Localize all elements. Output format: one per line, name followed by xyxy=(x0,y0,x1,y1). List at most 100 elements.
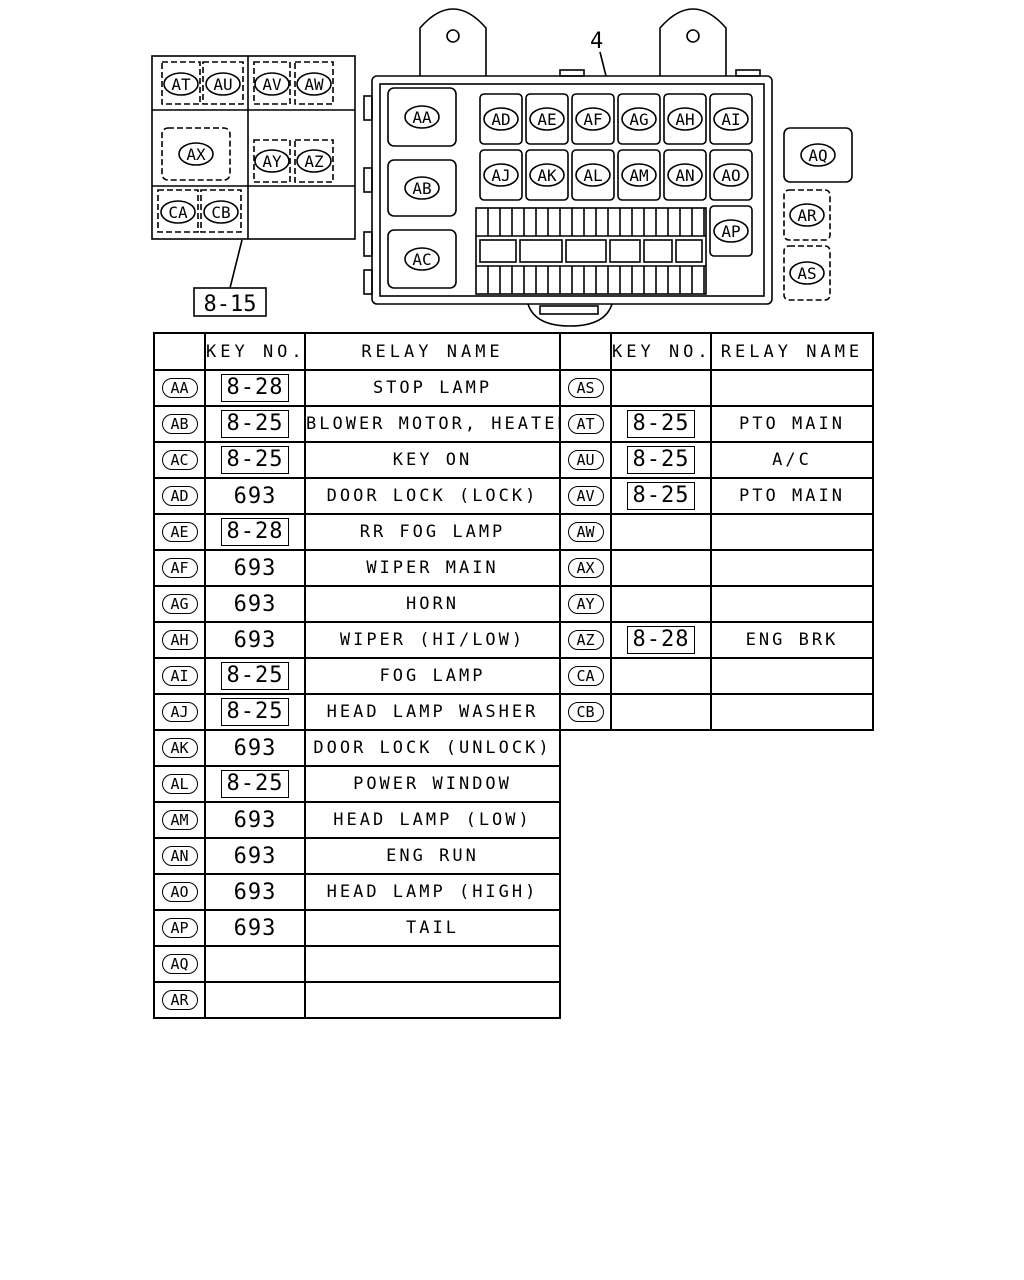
relay-id-cell: AR xyxy=(153,981,206,1019)
relay-id-cell: AV xyxy=(559,477,612,515)
relay-id-cell: AH xyxy=(153,621,206,659)
relay-id-cell: AF xyxy=(153,549,206,587)
relay-pill-label: AD xyxy=(491,110,510,129)
relay-pill-av: AV xyxy=(254,72,290,96)
relay-name-cell xyxy=(710,585,874,623)
relay-pill-label: AM xyxy=(629,166,648,185)
relay-id-label: AC xyxy=(161,450,198,470)
key-no-value: 8-28 xyxy=(220,518,290,546)
table-row: CA xyxy=(559,657,874,695)
relay-id-label: AZ xyxy=(567,630,604,650)
relay-pill-ag: AG xyxy=(621,107,657,131)
relay-id-cell: AE xyxy=(153,513,206,551)
key-no-value: 8-25 xyxy=(626,410,696,438)
relay-id-cell: AL xyxy=(153,765,206,803)
key-no-cell xyxy=(610,693,712,731)
relay-name-cell: WIPER MAIN xyxy=(304,549,561,587)
relay-pill-cb: CB xyxy=(203,200,239,224)
relay-id-label: AR xyxy=(161,990,198,1010)
key-no-value: 8-25 xyxy=(220,410,290,438)
relay-id-label: AO xyxy=(161,882,198,902)
table-row: AS xyxy=(559,369,874,407)
relay-pill-label: AC xyxy=(412,250,431,269)
key-no-value: 8-25 xyxy=(626,446,696,474)
key-no-value: 8-25 xyxy=(220,770,290,798)
callout-ref: 8-15 xyxy=(204,292,257,317)
relay-id-cell: CB xyxy=(559,693,612,731)
relay-pill-label: AG xyxy=(629,110,648,129)
relay-name-value: WIPER MAIN xyxy=(366,558,499,578)
relay-pill-ad: AD xyxy=(483,107,519,131)
table-row: CB xyxy=(559,693,874,731)
relay-id-label: CA xyxy=(567,666,604,686)
relay-pill-label: AX xyxy=(186,145,206,164)
relay-id-cell: AZ xyxy=(559,621,612,659)
relay-name-value: HEAD LAMP (LOW) xyxy=(333,810,532,830)
relay-id-label: AL xyxy=(161,774,198,794)
key-no-cell: 8-25 xyxy=(610,441,712,479)
relay-pill-ca: CA xyxy=(160,200,196,224)
relay-id-cell: AY xyxy=(559,585,612,623)
relay-pill-label: AF xyxy=(583,110,602,129)
key-no-cell: 8-28 xyxy=(204,513,306,551)
relay-pill-label: AL xyxy=(583,166,602,185)
relay-name-value: HEAD LAMP (HIGH) xyxy=(326,882,539,902)
relay-id-label: AM xyxy=(161,810,198,830)
relay-name-value: FOG LAMP xyxy=(379,666,486,686)
relay-id-cell: AD xyxy=(153,477,206,515)
key-no-cell: 693 xyxy=(204,801,306,839)
relay-id-label: AH xyxy=(161,630,198,650)
key-no-cell: 693 xyxy=(204,621,306,659)
relay-id-label: AG xyxy=(161,594,198,614)
relay-id-cell: AA xyxy=(153,369,206,407)
relay-id-cell: AK xyxy=(153,729,206,767)
relay-name-value: KEY ON xyxy=(392,450,473,470)
relay-pill-aa: AA xyxy=(404,105,440,129)
relay-id-label: AB xyxy=(161,414,198,434)
key-no-value: 8-28 xyxy=(626,626,696,654)
relay-id-label: AT xyxy=(567,414,604,434)
relay-pill-ah: AH xyxy=(667,107,703,131)
relay-name-cell xyxy=(304,981,561,1019)
relay-pill-label: AQ xyxy=(808,146,827,165)
header-relay-name: RELAY NAME xyxy=(710,332,874,371)
relay-pill-ac: AC xyxy=(404,247,440,271)
relay-pill-at: AT xyxy=(163,72,199,96)
key-no-cell: 8-25 xyxy=(610,477,712,515)
relay-pill-ap: AP xyxy=(713,219,749,243)
relay-name-cell xyxy=(710,693,874,731)
relay-name-value: RR FOG LAMP xyxy=(359,522,506,542)
table-row: AE 8-28 RR FOG LAMP xyxy=(153,513,561,551)
table-row: AV 8-25 PTO MAIN xyxy=(559,477,874,515)
key-no-cell xyxy=(610,369,712,407)
relay-pill-label: AW xyxy=(304,75,324,94)
relay-name-cell: PTO MAIN xyxy=(710,477,874,515)
relay-id-cell: AI xyxy=(153,657,206,695)
relay-id-cell: AN xyxy=(153,837,206,875)
relay-name-value: HEAD LAMP WASHER xyxy=(326,702,539,722)
relay-name-cell: DOOR LOCK (LOCK) xyxy=(304,477,561,515)
relay-pill-ao: AO xyxy=(713,163,749,187)
table-row: AR xyxy=(153,981,561,1019)
relay-name-value: HORN xyxy=(406,594,459,614)
key-no-cell: 8-25 xyxy=(204,405,306,443)
key-no-cell: 8-25 xyxy=(610,405,712,443)
relay-name-cell: HORN xyxy=(304,585,561,623)
external-relays xyxy=(783,127,853,301)
key-no-cell: 8-25 xyxy=(204,693,306,731)
relay-name-cell: DOOR LOCK (UNLOCK) xyxy=(304,729,561,767)
relay-pill-ay: AY xyxy=(254,149,290,173)
relay-pill-an: AN xyxy=(667,163,703,187)
relay-name-cell: HEAD LAMP (LOW) xyxy=(304,801,561,839)
relay-pill-ab: AB xyxy=(404,176,440,200)
relay-name-cell xyxy=(710,657,874,695)
key-no-value: 8-25 xyxy=(626,482,696,510)
relay-name-cell: BLOWER MOTOR, HEATER xyxy=(304,405,561,443)
